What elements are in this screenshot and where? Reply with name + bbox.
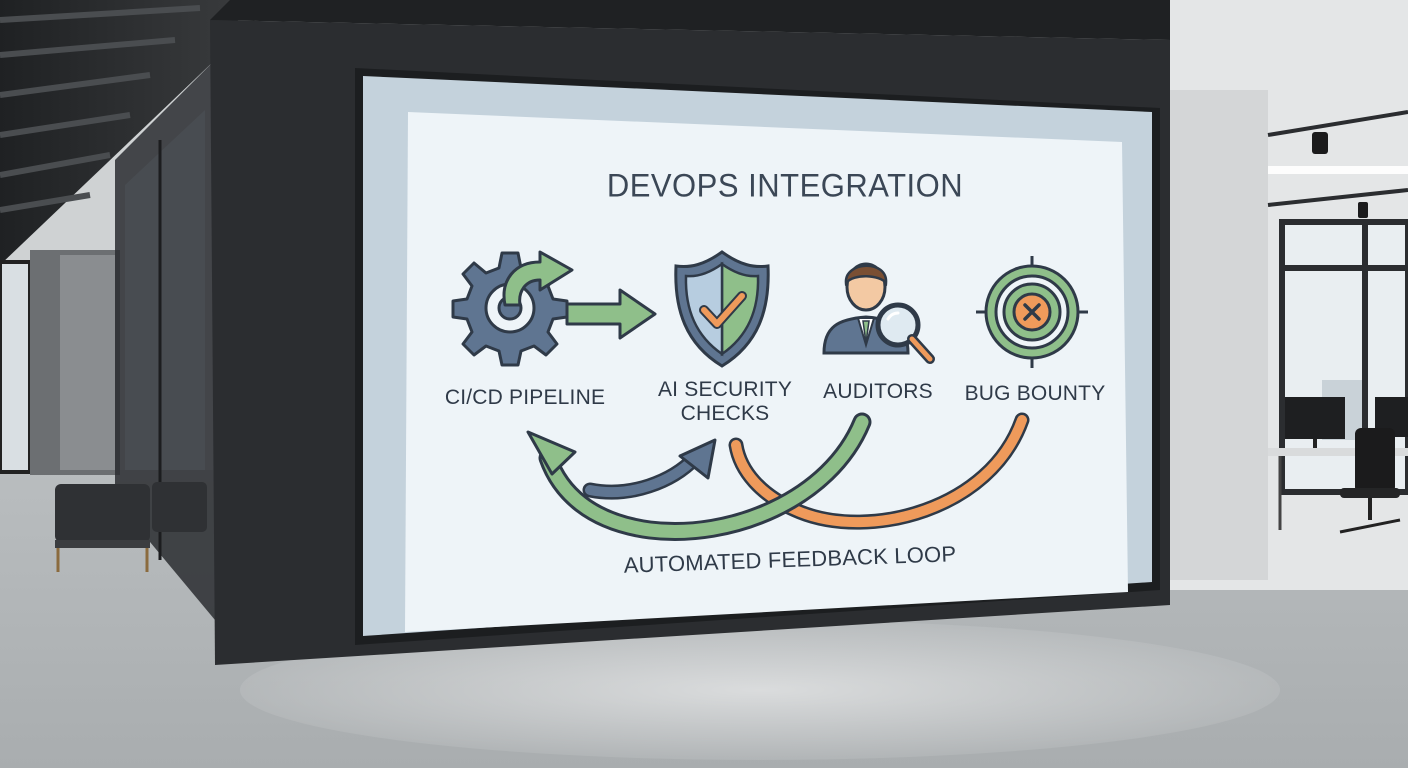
- right-arrow-icon: [565, 288, 657, 340]
- ceiling-track: [1267, 110, 1408, 207]
- shield-check-icon: [674, 250, 770, 368]
- green-arrowhead-icon: [526, 430, 577, 476]
- desk: [1268, 448, 1408, 456]
- monitor: [1285, 397, 1345, 439]
- screen-title: DEVOPS INTEGRATION: [606, 167, 964, 204]
- floor-reflection: [240, 620, 1280, 760]
- auditor-magnifier-icon: [822, 262, 935, 364]
- slate-arrowhead-icon: [678, 438, 717, 480]
- bench: [55, 484, 150, 542]
- step-label-cicd: CI/CD PIPELINE: [444, 386, 606, 409]
- step-label-auditors: AUDITORS: [823, 380, 933, 403]
- office-chair: [1355, 428, 1395, 493]
- step-label-ai-security: AI SECURITY CHECKS: [657, 378, 793, 425]
- target-icon: [976, 256, 1088, 368]
- left-window-wall: [0, 262, 30, 472]
- ceiling-slats: [0, 5, 201, 213]
- step-label-bug-bounty: BUG BOUNTY: [964, 382, 1106, 405]
- right-column: [1168, 90, 1268, 580]
- gear-curl-arrow-icon: [502, 250, 574, 307]
